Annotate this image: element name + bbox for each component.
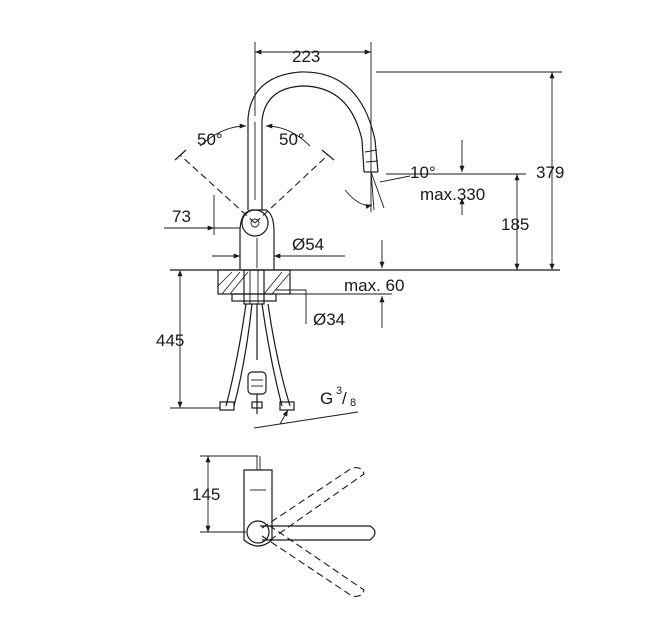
label-spout-height: 185: [501, 215, 529, 234]
handle-hub-inner: [250, 218, 260, 228]
hose-left-b: [233, 303, 253, 407]
dim-34-leader: [276, 289, 307, 324]
spout-inner: [261, 85, 365, 173]
spray-line-tilted: [370, 171, 385, 209]
fitting-left: [219, 401, 235, 411]
angle-arc-right: [265, 123, 311, 147]
hose-right: [261, 303, 283, 407]
fitting-right: [279, 401, 295, 411]
hose-left: [225, 303, 247, 407]
counter-section: [217, 269, 291, 305]
label-body-diameter: Ø54: [292, 235, 324, 254]
label-handle-offset: 73: [172, 207, 191, 226]
handle-hub: [241, 209, 269, 237]
label-thread-slash: /: [342, 389, 347, 408]
top-handle-swing-down: [261, 525, 365, 597]
spout-outer: [247, 71, 379, 173]
thread-arrow: [279, 409, 289, 425]
spray-line: [370, 171, 375, 211]
faucet-body: [239, 209, 275, 270]
handle-swing-left: [179, 154, 256, 224]
label-max-counter: max. 60: [344, 276, 404, 295]
angle-arc-left: [199, 123, 247, 147]
label-thread-den: 8: [350, 397, 356, 409]
top-hub: [246, 520, 270, 544]
top-handle-swing-up: [261, 467, 365, 541]
label-thread-num: 3: [336, 385, 342, 397]
top-handle: [260, 525, 376, 541]
handle-swing-right-cap: [321, 149, 335, 161]
label-top-depth: 145: [192, 485, 220, 504]
top-body: [243, 469, 273, 547]
label-angle-left: 50°: [197, 130, 223, 149]
label-height-total: 379: [536, 163, 564, 182]
spout-angle-leader: [379, 175, 411, 183]
label-thread-prefix: G: [320, 389, 333, 408]
label-hole-diameter: Ø34: [313, 310, 345, 329]
handle-swing-right: [254, 154, 329, 224]
thread-leader: [253, 411, 359, 429]
hose-weight: [247, 371, 267, 395]
label-hose-length: 445: [156, 331, 184, 350]
hose-right-b: [267, 303, 291, 407]
label-width-top: 223: [292, 47, 320, 66]
label-angle-right: 50°: [279, 130, 305, 149]
side-view: [164, 42, 562, 429]
top-view: [200, 455, 376, 597]
label-max-pullout: max.330: [420, 185, 485, 204]
label-spout-angle: 10°: [410, 163, 436, 182]
handle-swing-left-cap: [174, 149, 187, 161]
spout-tip-detail-2: [365, 160, 379, 163]
spout-angle-arc: [344, 189, 373, 209]
